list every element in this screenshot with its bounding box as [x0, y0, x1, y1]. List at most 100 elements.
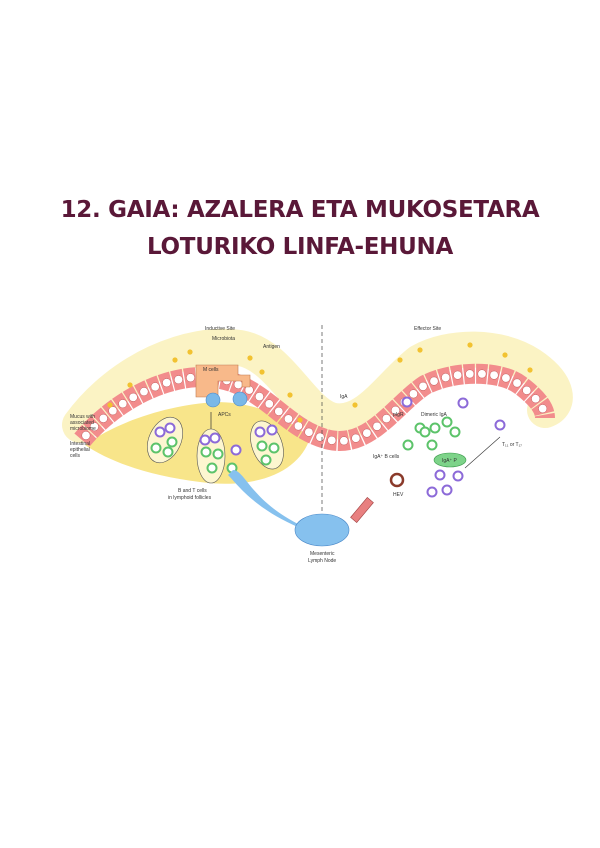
t-cell: [164, 422, 176, 434]
microbe: [187, 349, 193, 355]
epithelial-cell-nucleus: [139, 387, 149, 397]
t-cell: [494, 419, 506, 431]
epithelial-cell-nucleus: [128, 392, 138, 402]
t-cell: [452, 470, 464, 482]
epithelial-cell-nucleus: [150, 382, 160, 392]
epithelial-cell-nucleus: [362, 428, 372, 438]
b-cell: [429, 422, 441, 434]
page-title-line-1: 12. GAIA: AZALERA ETA MUKOSETARA: [60, 197, 540, 223]
b-cell: [441, 416, 453, 428]
microbe: [297, 417, 303, 423]
epithelial-cell-nucleus: [429, 376, 439, 386]
label-apcs: APCs: [218, 412, 231, 418]
epithelial-cell-nucleus: [351, 433, 361, 443]
epithelial-cell-nucleus: [391, 405, 400, 415]
label-mucus-2: associated: [70, 420, 94, 426]
efferent-lymphatic: [350, 497, 374, 523]
t-cell: [441, 484, 453, 496]
epithelial-cell-nucleus: [465, 369, 475, 379]
epithelial-cell-nucleus: [264, 399, 274, 409]
b-cell: [166, 436, 178, 448]
t-cell: [457, 397, 469, 409]
immune-cells: [107, 342, 533, 498]
microbe: [259, 369, 265, 375]
microbe: [247, 355, 253, 361]
epithelial-cell-nucleus: [501, 373, 511, 383]
b-cell: [206, 462, 218, 474]
epithelial-cell-nucleus: [293, 421, 303, 431]
b-cell: [162, 446, 174, 458]
iga-plasma-cell: [433, 452, 467, 468]
label-node-1: Mesenteric: [310, 551, 335, 557]
b-cell: [419, 426, 431, 438]
epithelial-cell-nucleus: [512, 378, 522, 388]
label-pigr: pIgR: [393, 412, 404, 418]
label-epithelial-2: epithelial: [70, 447, 90, 453]
lamina-propria-region: [85, 402, 310, 484]
microbe: [172, 357, 178, 363]
t-cell: [230, 444, 242, 456]
t-cell: [426, 486, 438, 498]
label-effector-site: Effector Site: [414, 326, 441, 332]
page-title-line-2: LOTURIKO LINFA-EHUNA: [147, 234, 453, 260]
label-follicles-2: in lymphoid follicles: [168, 495, 212, 501]
label-microbiota: Microbiota: [212, 336, 235, 342]
t-cell: [154, 426, 166, 438]
label-antigen: Antigen: [263, 344, 280, 350]
microbe: [467, 342, 473, 348]
b-cell: [268, 442, 280, 454]
label-iga-plasma: IgA⁺ P: [442, 458, 458, 464]
epithelial-cell-nucleus: [372, 421, 382, 431]
apc-cells: [205, 391, 248, 408]
epithelial-cell-nucleus: [477, 369, 487, 379]
microbe: [352, 402, 358, 408]
b-cell: [150, 442, 162, 454]
epithelial-cell-nucleus: [162, 378, 172, 388]
microbe: [127, 382, 133, 388]
label-mucus-3: microbiome: [70, 426, 96, 432]
label-t-cells: T₁₁ or T₁₇: [502, 442, 522, 448]
epithelial-cell-nucleus: [522, 385, 532, 395]
epithelial-cell-nucleus: [118, 399, 128, 409]
epithelial-cell-nucleus: [174, 375, 183, 385]
label-epithelial-3: cells: [70, 453, 81, 459]
epithelial-cell-nucleus: [538, 404, 548, 414]
epithelial-cell-nucleus: [254, 392, 264, 402]
epithelial-cell-nucleus: [186, 373, 195, 383]
label-iga-b-cells: IgA⁺ B cells: [373, 454, 400, 460]
mucus-layer: [62, 328, 573, 443]
epithelial-cell-nucleus: [89, 422, 99, 432]
t-cell: [266, 424, 278, 436]
epithelial-cell-nucleus: [81, 431, 91, 440]
b-cell: [256, 440, 268, 452]
t-cell: [401, 396, 413, 408]
epithelial-cell-nucleus: [418, 381, 428, 391]
b-cell: [402, 439, 414, 451]
epithelial-cell-nucleus: [408, 389, 418, 399]
label-iga: IgA: [340, 394, 348, 400]
b-cell: [426, 439, 438, 451]
microbe: [287, 392, 293, 398]
epithelial-cell-nucleus: [304, 427, 314, 437]
label-node-2: Lymph Node: [308, 558, 336, 564]
microbe: [502, 352, 508, 358]
epithelial-cell-nucleus: [315, 432, 325, 442]
epithelial-cell-nucleus: [327, 435, 337, 445]
lymphatic-vessel: [228, 470, 305, 530]
b-cell: [449, 426, 461, 438]
microbe: [527, 367, 533, 373]
epithelial-cell-nucleus: [283, 414, 293, 424]
label-inductive-site: Inductive Site: [205, 326, 235, 332]
t-cell: [254, 426, 266, 438]
microbe: [397, 357, 403, 363]
b-cell: [212, 448, 224, 460]
t-cell: [199, 434, 211, 446]
epithelial-cell-nucleus: [382, 414, 391, 424]
epithelial-cell-nucleus: [339, 436, 349, 446]
epithelial-cell-nucleus: [489, 370, 499, 380]
label-epithelial-1: Intestinal: [70, 441, 90, 447]
microbe: [417, 347, 423, 353]
label-dimeric-iga: Dimeric IgA: [421, 412, 448, 418]
microbe: [107, 402, 113, 408]
